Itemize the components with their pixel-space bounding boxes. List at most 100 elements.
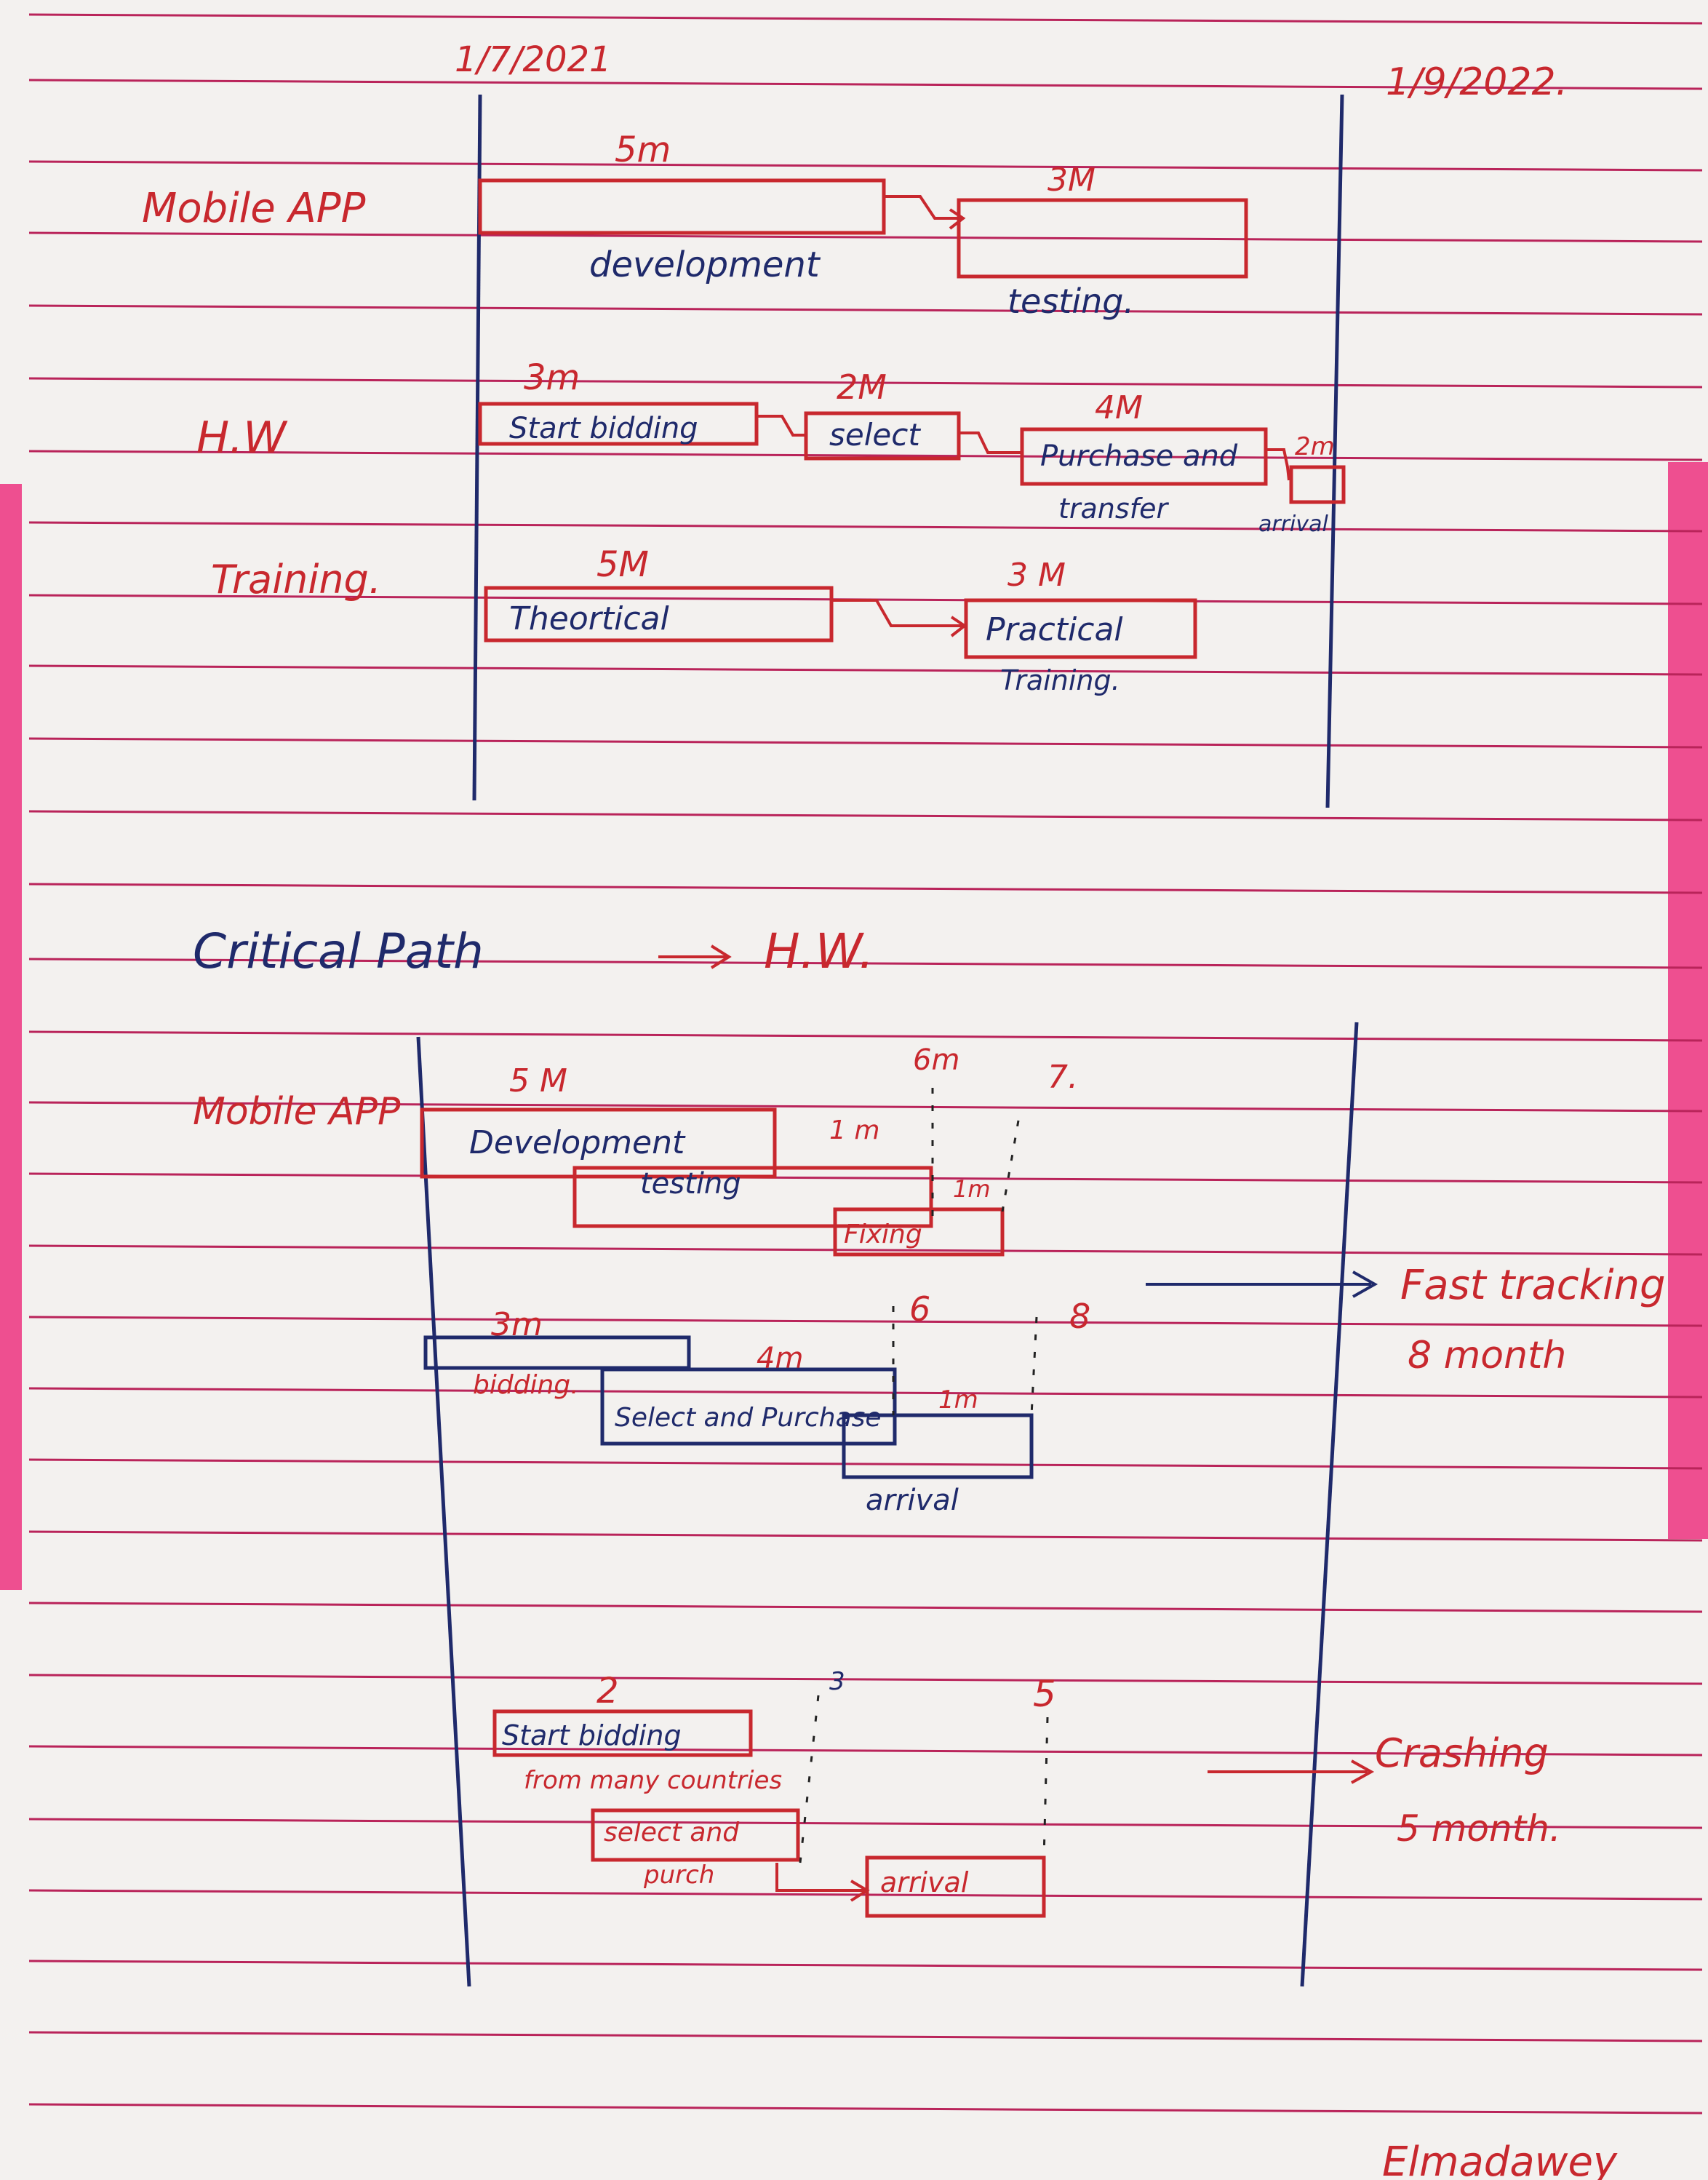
- ruled-line: [28, 13, 1703, 25]
- ft-testing-overlap: 1 m: [829, 1115, 879, 1145]
- cr-select-purchase-label: select and: [604, 1818, 740, 1847]
- ruled-line: [28, 160, 1703, 172]
- ft-dotted-guide-2: [1001, 1120, 1020, 1212]
- ruled-line: [28, 810, 1703, 822]
- ruled-line: [28, 664, 1703, 676]
- cr-purch-label: purch: [643, 1861, 714, 1890]
- ft-development-bar: [420, 1107, 777, 1179]
- ruled-line: [28, 450, 1703, 461]
- ruled-line: [28, 1674, 1703, 1685]
- cr-start-bidding-bar: [492, 1709, 753, 1757]
- ruled-line: [28, 883, 1703, 894]
- ruled-line: [28, 521, 1703, 533]
- fast-tracking-chart: Mobile APP 5 M Development 6m 7. 1 m tes…: [193, 1022, 1666, 1987]
- crashing-label: Crashing: [1375, 1730, 1549, 1776]
- ruled-line: [28, 231, 1703, 243]
- start-bidding-duration: 3m: [524, 357, 580, 398]
- cr-select-purchase-bar: [591, 1808, 800, 1862]
- right-pink-margin: [1668, 462, 1708, 1539]
- crashing-duration: 5 month.: [1397, 1807, 1561, 1850]
- select-label: select: [829, 417, 921, 453]
- critical-path-line: Critical Path H.W.: [193, 923, 874, 979]
- ft-six-m-mark: 6m: [913, 1043, 959, 1077]
- top-end-line: [1325, 94, 1344, 808]
- purchase-duration: 4M: [1095, 389, 1143, 426]
- ruled-line: [28, 2031, 1703, 2042]
- ft-six-mark: 6: [909, 1289, 930, 1329]
- ruled-line: [28, 1387, 1703, 1399]
- ruled-line: [28, 1530, 1703, 1542]
- development-label: development: [589, 244, 821, 285]
- ft-development-duration: 5 M: [509, 1062, 567, 1099]
- fast-tracking-arrow: [1146, 1270, 1378, 1298]
- testing-duration: 3M: [1047, 162, 1096, 199]
- select-to-purchase-arrow: [959, 431, 1022, 454]
- arrival-duration-top: 2m: [1295, 432, 1335, 461]
- development-bar: [478, 178, 886, 235]
- ruled-line: [28, 1316, 1703, 1327]
- ruled-line: [28, 1458, 1703, 1470]
- ft-seven-mark: 7.: [1047, 1059, 1078, 1096]
- ft-arrival-bar: [842, 1413, 1034, 1479]
- theoretical-to-practical-arrow: [831, 599, 964, 627]
- cr-five-mark: 5: [1033, 1673, 1056, 1715]
- development-to-testing-arrow: [884, 195, 962, 220]
- critical-path-label: Critical Path: [193, 923, 484, 979]
- critical-path-arrow: [658, 944, 732, 969]
- theoretical-label: Theortical: [509, 600, 669, 637]
- arrival-bar-top: [1289, 465, 1346, 504]
- practical-bar: [964, 598, 1197, 659]
- ft-select-purchase-label: Select and Purchase: [615, 1403, 882, 1433]
- testing-bar: [957, 198, 1248, 279]
- cr-two-mark: 2: [596, 1671, 619, 1711]
- purchase-to-arrival-arrow: [1266, 448, 1290, 481]
- cr-dotted-guide-1: [799, 1695, 820, 1863]
- purchase-bar: [1020, 427, 1268, 486]
- fast-tracking-duration: 8 month: [1408, 1334, 1566, 1377]
- start-bidding-bar: [478, 402, 759, 446]
- ft-select-purchase-bar: [600, 1367, 897, 1446]
- left-pink-margin: [0, 484, 22, 1590]
- lower-end-line: [1300, 1022, 1359, 1987]
- purchase-label-2: transfer: [1058, 493, 1169, 525]
- ruled-lines: [28, 13, 1703, 2115]
- arrow-head-1: [949, 208, 966, 230]
- row-label-hw: H.W: [196, 413, 288, 464]
- ruled-line: [28, 1101, 1703, 1113]
- row-label-mobile-app: Mobile APP: [142, 185, 366, 232]
- cr-start-bidding-label: Start bidding: [502, 1719, 682, 1751]
- ruled-line: [28, 1030, 1703, 1042]
- lower-start-line: [416, 1036, 471, 1987]
- select-bar: [804, 411, 961, 461]
- cr-countries-label: from many countries: [524, 1766, 782, 1795]
- ft-bidding-bar: [423, 1335, 691, 1370]
- ruled-line: [28, 737, 1703, 749]
- ruled-line: [28, 1602, 1703, 1613]
- row-label-training: Training.: [211, 557, 381, 602]
- cr-three-mark: 3: [829, 1667, 845, 1696]
- start-bidding-label: Start bidding: [509, 412, 698, 445]
- ft-testing-label: testing: [640, 1167, 741, 1201]
- ft-testing-bar: [572, 1166, 933, 1228]
- ruled-line: [28, 958, 1703, 969]
- ft-development-label: Development: [469, 1124, 686, 1161]
- practical-label: Practical: [986, 611, 1123, 648]
- bidding-to-select-arrow: [757, 415, 807, 437]
- select-duration: 2M: [837, 367, 887, 407]
- ft-fixing-bar: [833, 1207, 1005, 1257]
- top-end-date: 1/9/2022.: [1386, 60, 1568, 104]
- ft-select-purchase-overlap: 1m: [938, 1385, 978, 1415]
- purchase-label: Purchase and: [1040, 439, 1238, 473]
- ft-bidding-label: bidding.: [473, 1370, 579, 1400]
- theoretical-duration: 5M: [596, 544, 649, 585]
- crashing-chart: 2 3 5 Start bidding from many countries …: [492, 1667, 1561, 1918]
- top-gantt-chart: 1/7/2021 1/9/2022. Mobile APP 5m develop…: [142, 39, 1568, 808]
- development-duration: 5m: [615, 130, 671, 170]
- ft-arrival-label: arrival: [866, 1484, 959, 1517]
- ruled-line: [28, 304, 1703, 316]
- ruled-line: [28, 377, 1703, 389]
- top-start-date: 1/7/2021: [455, 39, 612, 80]
- practical-duration: 3 M: [1007, 557, 1066, 594]
